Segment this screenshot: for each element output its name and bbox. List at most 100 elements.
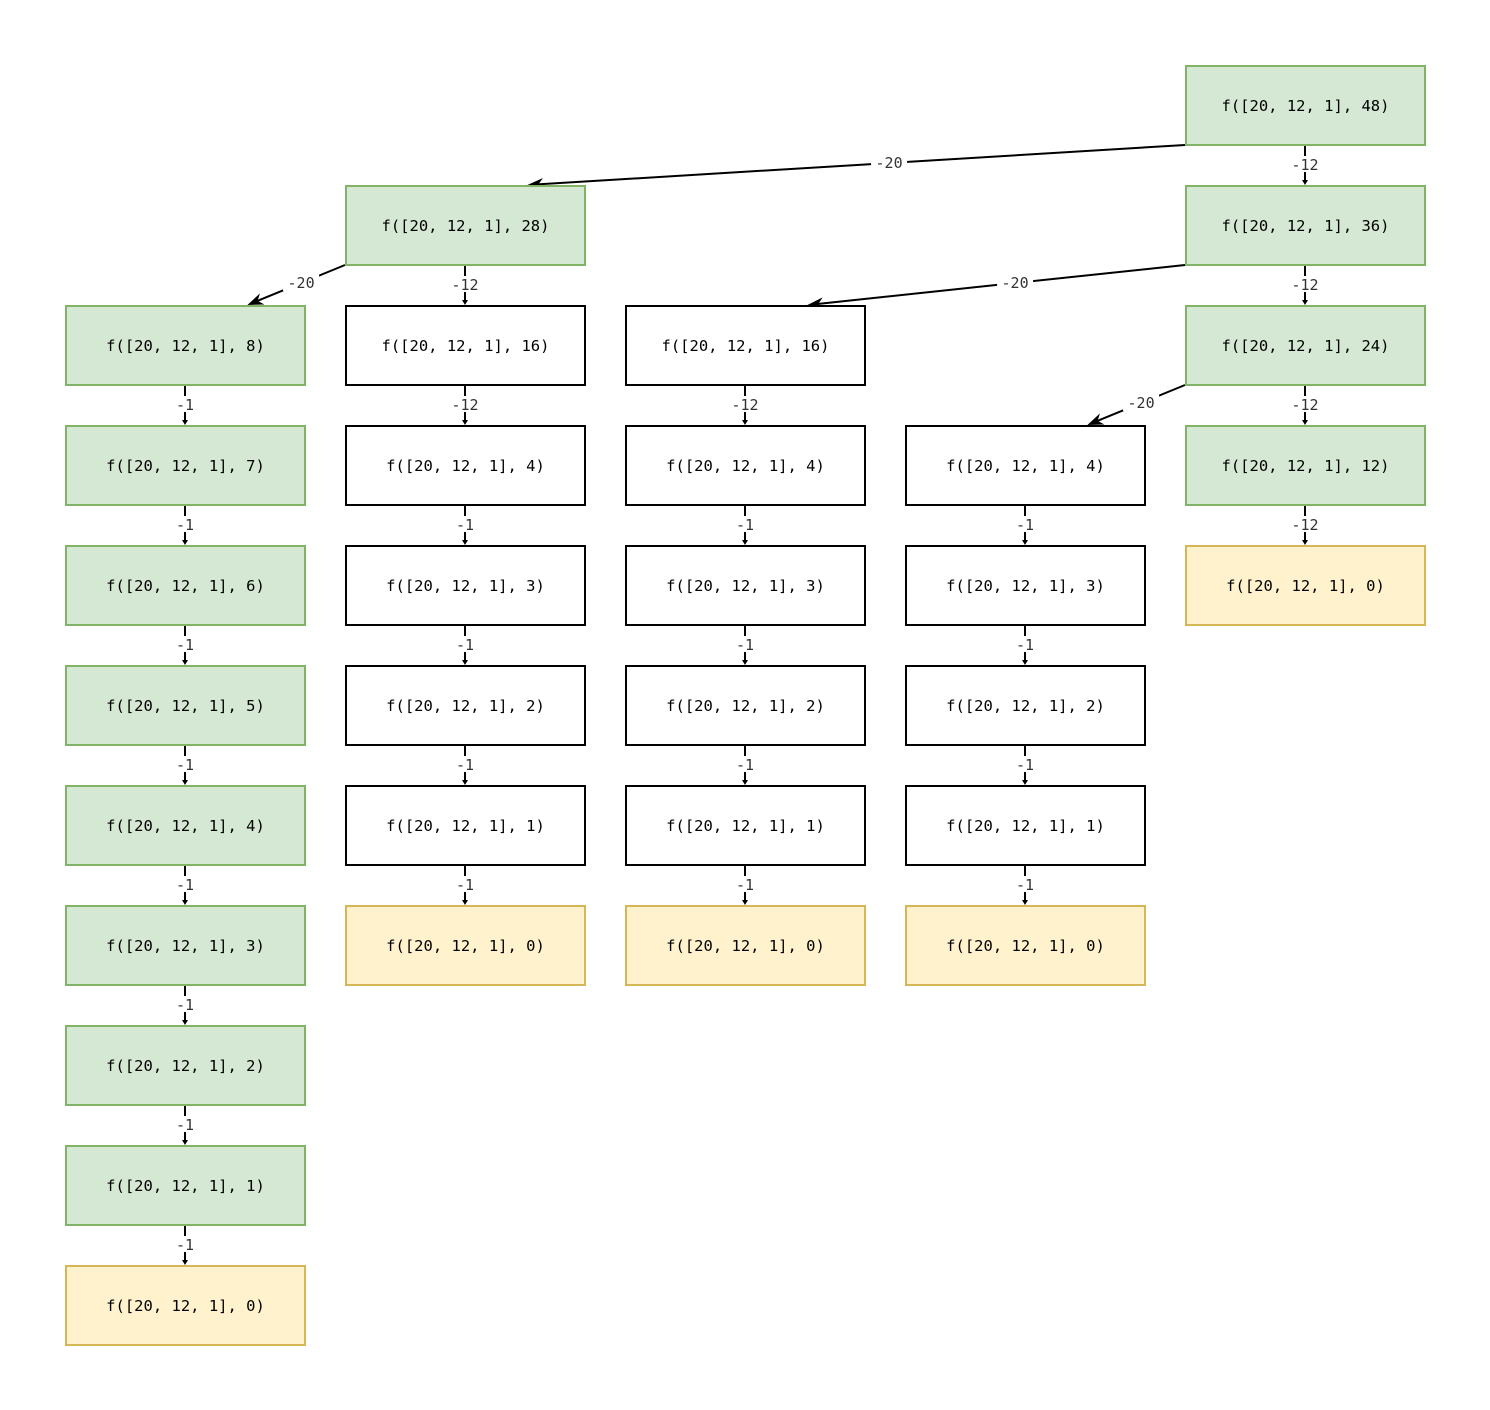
edge-label-bg <box>449 756 481 772</box>
arrowhead-icon <box>742 780 748 785</box>
node-label: f([20, 12, 1], 0) <box>946 936 1105 955</box>
edge-label: -12 <box>1291 516 1318 534</box>
node-label: f([20, 12, 1], 4) <box>386 456 545 475</box>
node-label: f([20, 12, 1], 3) <box>106 936 265 955</box>
edge-label-bg <box>729 876 761 892</box>
node-label: f([20, 12, 1], 3) <box>946 576 1105 595</box>
edge-label-bg <box>1289 396 1321 412</box>
node-label: f([20, 12, 1], 1) <box>666 816 825 835</box>
edge-label-bg <box>1123 394 1160 411</box>
node-label: f([20, 12, 1], 4) <box>106 816 265 835</box>
tree-node: f([20, 12, 1], 2) <box>345 665 586 746</box>
edge-label-bg <box>449 516 481 532</box>
edge-label-bg <box>449 276 481 292</box>
edge-label: -20 <box>876 154 903 172</box>
edge-label-bg <box>169 876 201 892</box>
edge-label-bg <box>729 516 761 532</box>
tree-edge: -12 <box>449 265 481 305</box>
edge-label: -1 <box>176 516 194 534</box>
edge-label: -1 <box>1016 516 1034 534</box>
edge-label-bg <box>449 636 481 652</box>
node-label: f([20, 12, 1], 28) <box>381 216 550 235</box>
node-label: f([20, 12, 1], 36) <box>1221 216 1390 235</box>
edge-label-bg <box>169 756 201 772</box>
tree-edge: -20 <box>1087 384 1186 425</box>
edge-label: -1 <box>176 996 194 1014</box>
tree-node: f([20, 12, 1], 0) <box>625 905 866 986</box>
arrowhead-icon <box>742 420 748 425</box>
tree-edge: -12 <box>729 385 761 425</box>
edge-label: -1 <box>176 1236 194 1254</box>
node-label: f([20, 12, 1], 0) <box>666 936 825 955</box>
tree-node: f([20, 12, 1], 2) <box>905 665 1146 746</box>
tree-edge: -20 <box>247 264 346 305</box>
tree-edge: -1 <box>449 505 481 545</box>
arrowhead-icon <box>182 900 188 905</box>
tree-node: f([20, 12, 1], 16) <box>625 305 866 386</box>
tree-edge: -1 <box>729 745 761 785</box>
edge-label: -1 <box>1016 756 1034 774</box>
tree-node: f([20, 12, 1], 16) <box>345 305 586 386</box>
node-label: f([20, 12, 1], 12) <box>1221 456 1390 475</box>
tree-node: f([20, 12, 1], 4) <box>905 425 1146 506</box>
arrowhead-icon <box>462 780 468 785</box>
arrowhead-icon <box>1022 780 1028 785</box>
edge-label-bg <box>729 396 761 412</box>
node-label: f([20, 12, 1], 5) <box>106 696 265 715</box>
tree-edge: -12 <box>1289 385 1321 425</box>
tree-edge: -1 <box>729 865 761 905</box>
tree-node: f([20, 12, 1], 4) <box>345 425 586 506</box>
tree-edge: -1 <box>449 625 481 665</box>
tree-node: f([20, 12, 1], 3) <box>905 545 1146 626</box>
edge-label: -1 <box>176 876 194 894</box>
edge-label-bg <box>997 274 1034 291</box>
tree-node: f([20, 12, 1], 1) <box>65 1145 306 1226</box>
tree-edge: -1 <box>449 865 481 905</box>
tree-node: f([20, 12, 1], 48) <box>1185 65 1426 146</box>
edge-label: -12 <box>1291 156 1318 174</box>
edge-label-bg <box>1289 516 1321 532</box>
arrowhead-icon <box>182 780 188 785</box>
tree-edge: -1 <box>169 1225 201 1265</box>
tree-edge: -1 <box>169 1105 201 1145</box>
tree-edge: -1 <box>169 505 201 545</box>
arrowhead-icon <box>462 300 468 305</box>
edge-label-bg <box>729 756 761 772</box>
edge-label: -1 <box>176 756 194 774</box>
edge-label-bg <box>449 876 481 892</box>
tree-node: f([20, 12, 1], 1) <box>905 785 1146 866</box>
node-label: f([20, 12, 1], 0) <box>106 1296 265 1315</box>
edge-label-bg <box>169 1116 201 1132</box>
tree-edge: -1 <box>169 865 201 905</box>
node-label: f([20, 12, 1], 16) <box>661 336 830 355</box>
tree-node: f([20, 12, 1], 12) <box>1185 425 1426 506</box>
arrowhead-icon <box>182 420 188 425</box>
arrowhead-icon <box>1087 413 1105 425</box>
node-label: f([20, 12, 1], 7) <box>106 456 265 475</box>
arrowhead-icon <box>1022 660 1028 665</box>
arrowhead-icon <box>742 660 748 665</box>
edge-label-bg <box>1009 636 1041 652</box>
arrowhead-icon <box>1302 300 1308 305</box>
tree-node: f([20, 12, 1], 3) <box>65 905 306 986</box>
tree-node: f([20, 12, 1], 5) <box>65 665 306 746</box>
node-label: f([20, 12, 1], 2) <box>106 1056 265 1075</box>
tree-node: f([20, 12, 1], 4) <box>65 785 306 866</box>
edge-label: -12 <box>731 396 758 414</box>
node-label: f([20, 12, 1], 16) <box>381 336 550 355</box>
edge-label-bg <box>283 274 320 291</box>
node-label: f([20, 12, 1], 1) <box>946 816 1105 835</box>
edge-label: -20 <box>1002 274 1029 292</box>
tree-edge: -1 <box>449 745 481 785</box>
tree-edge: -12 <box>1289 505 1321 545</box>
arrowhead-icon <box>182 660 188 665</box>
tree-node: f([20, 12, 1], 0) <box>1185 545 1426 626</box>
edge-label-bg <box>729 636 761 652</box>
arrowhead-icon <box>182 1140 188 1145</box>
tree-edge: -20 <box>807 264 1186 310</box>
node-label: f([20, 12, 1], 6) <box>106 576 265 595</box>
tree-edge: -1 <box>1009 865 1041 905</box>
tree-node: f([20, 12, 1], 3) <box>345 545 586 626</box>
node-label: f([20, 12, 1], 2) <box>666 696 825 715</box>
